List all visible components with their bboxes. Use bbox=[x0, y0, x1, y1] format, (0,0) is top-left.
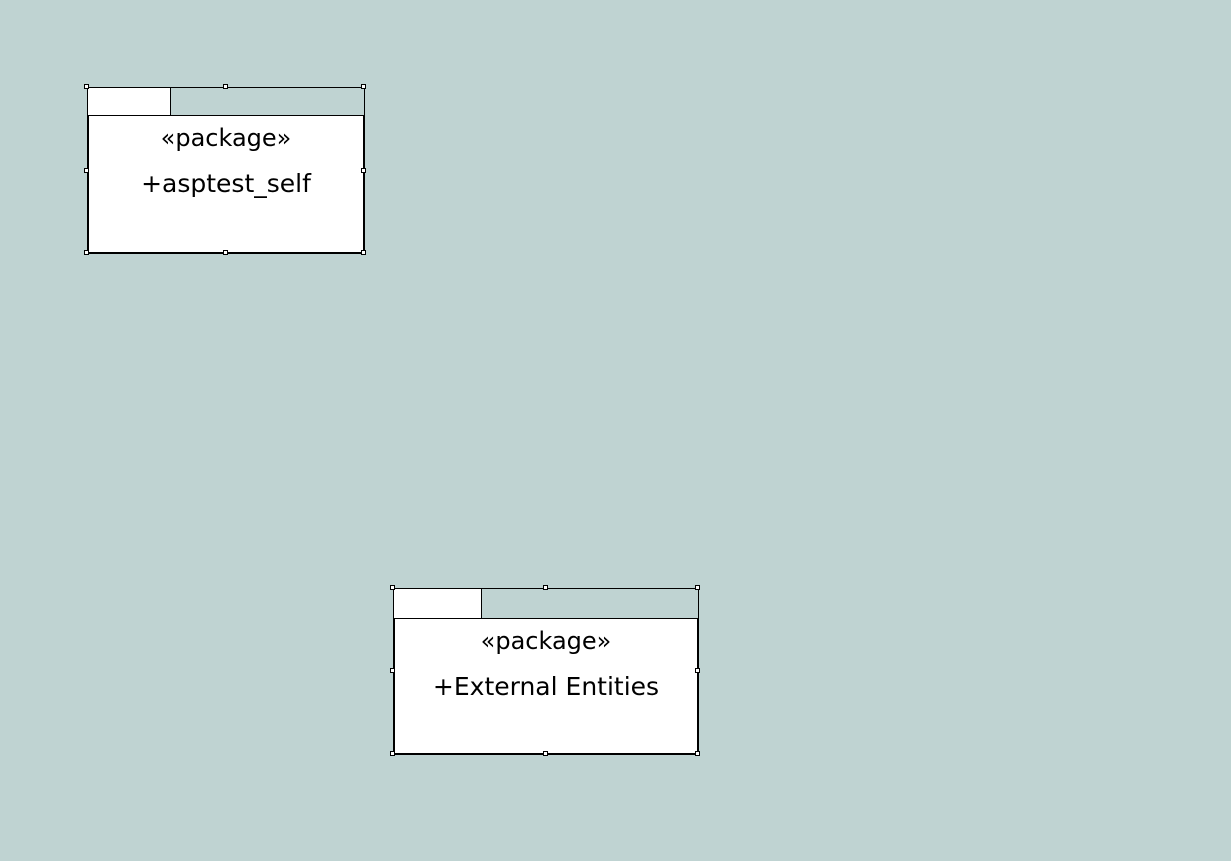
package-name: +External Entities bbox=[432, 672, 660, 701]
package-asptest-self[interactable]: «package» +asptest_self bbox=[84, 84, 366, 255]
resize-handle-top[interactable] bbox=[223, 84, 228, 89]
package-tab bbox=[87, 87, 171, 116]
package-name: +asptest_self bbox=[141, 169, 311, 198]
package-stereotype: «package» bbox=[160, 124, 292, 152]
package-body[interactable]: «package» +asptest_self bbox=[87, 115, 365, 254]
resize-handle-left[interactable] bbox=[84, 168, 89, 173]
package-body[interactable]: «package» +External Entities bbox=[393, 618, 699, 755]
resize-handle-top-right[interactable] bbox=[361, 84, 366, 89]
package-tab bbox=[393, 588, 482, 619]
resize-handle-bottom-right[interactable] bbox=[695, 751, 700, 756]
resize-handle-top[interactable] bbox=[543, 585, 548, 590]
resize-handle-left[interactable] bbox=[390, 668, 395, 673]
resize-handle-top-left[interactable] bbox=[390, 585, 395, 590]
resize-handle-bottom-right[interactable] bbox=[361, 250, 366, 255]
resize-handle-right[interactable] bbox=[361, 168, 366, 173]
resize-handle-bottom[interactable] bbox=[223, 250, 228, 255]
package-stereotype: «package» bbox=[480, 627, 612, 655]
resize-handle-bottom-left[interactable] bbox=[84, 250, 89, 255]
resize-handle-right[interactable] bbox=[695, 668, 700, 673]
resize-handle-top-left[interactable] bbox=[84, 84, 89, 89]
resize-handle-bottom[interactable] bbox=[543, 751, 548, 756]
package-external-entities[interactable]: «package» +External Entities bbox=[390, 585, 700, 756]
resize-handle-top-right[interactable] bbox=[695, 585, 700, 590]
resize-handle-bottom-left[interactable] bbox=[390, 751, 395, 756]
